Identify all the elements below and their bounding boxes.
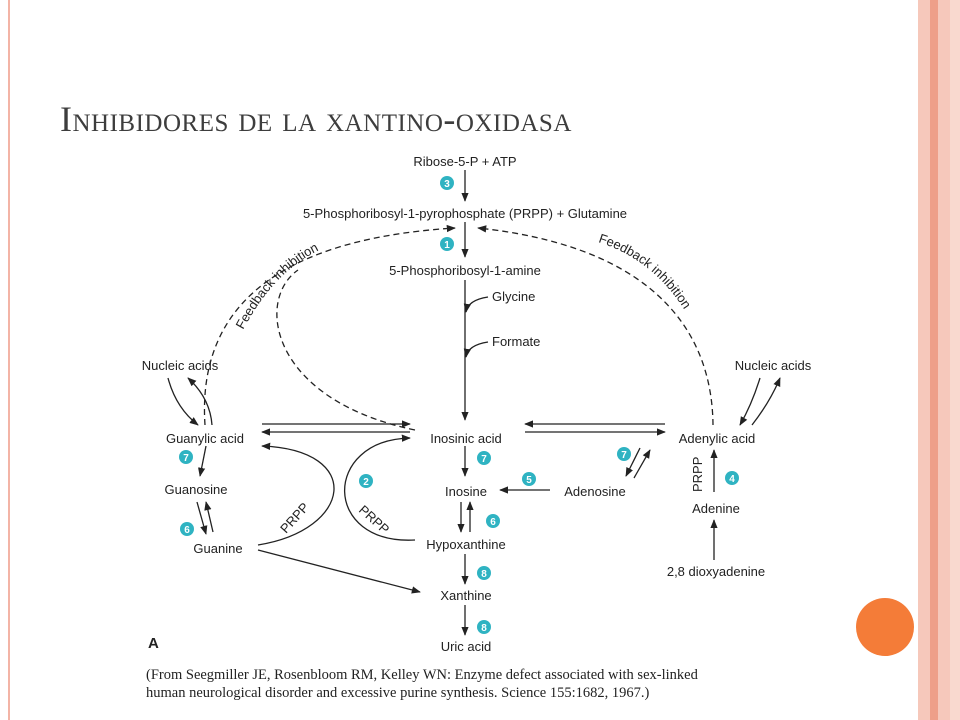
step-marker: 1 <box>440 237 454 251</box>
node-xanthine: Xanthine <box>440 588 491 603</box>
node-adenylic-acid: Adenylic acid <box>679 431 756 446</box>
arrow-guanosine-to-guanine <box>196 501 208 535</box>
prpp-label-hypoxanthine: PRPP <box>356 502 392 537</box>
step-marker: 7 <box>179 450 193 464</box>
node-guanosine: Guanosine <box>165 482 228 497</box>
step-marker: 7 <box>477 451 491 465</box>
node-ribose-atp: Ribose-5-P + ATP <box>413 154 516 169</box>
node-dioxyadenine: 2,8 dioxyadenine <box>667 564 765 579</box>
arrow-guanylic-to-guanosine <box>198 445 207 477</box>
prpp-label-guanine: PRPP <box>277 500 312 536</box>
step-number: 7 <box>183 453 189 464</box>
figure-citation: (From Seegmiller JE, Rosenbloom RM, Kell… <box>146 666 846 702</box>
feedback-inhibition-inosinic <box>276 269 416 431</box>
stripe <box>938 0 950 720</box>
step-number: 6 <box>490 517 496 528</box>
node-inosinic-acid: Inosinic acid <box>430 431 502 446</box>
step-number: 8 <box>481 569 487 580</box>
arrow-guanine-to-xanthine <box>257 549 421 594</box>
feedback-inhibition-right-label: Feedback inhibition <box>597 231 694 312</box>
decorative-stripes <box>918 0 960 720</box>
arrow-nucleic-to-adenylic <box>739 377 761 426</box>
arrow-adenylic-to-adenosine <box>625 447 641 477</box>
node-glycine: Glycine <box>492 289 535 304</box>
step-number: 1 <box>444 240 450 251</box>
stripe <box>930 0 938 720</box>
node-prpp-glutamine: 5-Phosphoribosyl-1-pyrophosphate (PRPP) … <box>303 206 627 221</box>
step-number: 5 <box>526 475 532 486</box>
step-number: 7 <box>481 454 487 465</box>
figure-label: A <box>148 635 159 652</box>
hypoxanthine-salvage-prpp-arrow <box>344 434 416 541</box>
step-number: 6 <box>184 525 190 536</box>
step-marker: 2 <box>359 474 373 488</box>
node-phosphoribosylamine: 5-Phosphoribosyl-1-amine <box>389 263 541 278</box>
accent-circle <box>856 598 914 656</box>
step-marker: 5 <box>522 472 536 486</box>
node-guanine: Guanine <box>193 541 242 556</box>
node-adenine: Adenine <box>692 501 740 516</box>
citation-line-2: human neurological disorder and excessiv… <box>146 685 650 701</box>
prpp-label-adenine: PRPP <box>690 457 705 492</box>
step-number: 3 <box>444 179 450 190</box>
step-marker: 7 <box>617 447 631 461</box>
step-marker: 8 <box>477 620 491 634</box>
node-hypoxanthine: Hypoxanthine <box>426 537 506 552</box>
step-marker: 8 <box>477 566 491 580</box>
slide-title: Inhibidores de la xantino-oxidasa <box>60 99 572 139</box>
arrow-adenosine-to-adenylic <box>633 449 651 479</box>
node-formate: Formate <box>492 334 540 349</box>
node-adenosine: Adenosine <box>564 484 625 499</box>
citation-line-1: (From Seegmiller JE, Rosenbloom RM, Kell… <box>146 667 698 683</box>
step-marker: 3 <box>440 176 454 190</box>
arrow-nucleic-to-guanylic <box>167 377 199 426</box>
node-guanylic-acid: Guanylic acid <box>166 431 244 446</box>
arrow-guanine-to-guanosine <box>204 501 214 533</box>
stripe <box>950 0 960 720</box>
step-number: 4 <box>729 474 735 485</box>
feedback-inhibition-right <box>477 225 714 426</box>
step-number: 2 <box>363 477 369 488</box>
step-number: 8 <box>481 623 487 634</box>
arrow-adenylic-to-nucleic <box>751 377 781 426</box>
left-frame-line <box>8 0 10 720</box>
arrow-guanylic-to-nucleic <box>187 377 213 426</box>
node-nucleic-acids-left: Nucleic acids <box>142 358 219 373</box>
feedback-inhibition-left <box>203 224 456 426</box>
glycine-input-arrow <box>463 296 489 313</box>
stripe <box>918 0 930 720</box>
guanine-salvage-prpp-arrow <box>257 442 335 546</box>
node-uric-acid: Uric acid <box>441 639 492 654</box>
step-marker: 6 <box>180 522 194 536</box>
node-inosine: Inosine <box>445 484 487 499</box>
formate-input-arrow <box>463 341 489 358</box>
step-marker: 6 <box>486 514 500 528</box>
step-number: 7 <box>621 450 627 461</box>
step-marker: 4 <box>725 471 739 485</box>
node-nucleic-acids-right: Nucleic acids <box>735 358 812 373</box>
